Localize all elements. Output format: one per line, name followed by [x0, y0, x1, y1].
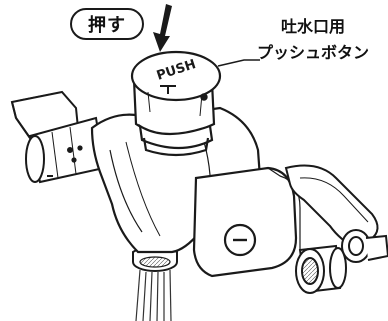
callout-line-1: 吐水口用 [280, 17, 345, 36]
push-button-top [130, 50, 222, 102]
water-stream [135, 269, 172, 321]
left-connector [25, 116, 106, 184]
knurled-knob [295, 244, 347, 294]
callout-line-2: プッシュボタン [256, 43, 369, 62]
right-valve-box [192, 166, 301, 278]
press-label: 押す [70, 8, 144, 40]
callout-label: 吐水口用 プッシュボタン [238, 14, 388, 66]
right-arm [284, 164, 388, 263]
push-button-assembly [130, 50, 222, 157]
callout-leader-line [217, 59, 260, 67]
down-arrow-icon [153, 4, 172, 52]
